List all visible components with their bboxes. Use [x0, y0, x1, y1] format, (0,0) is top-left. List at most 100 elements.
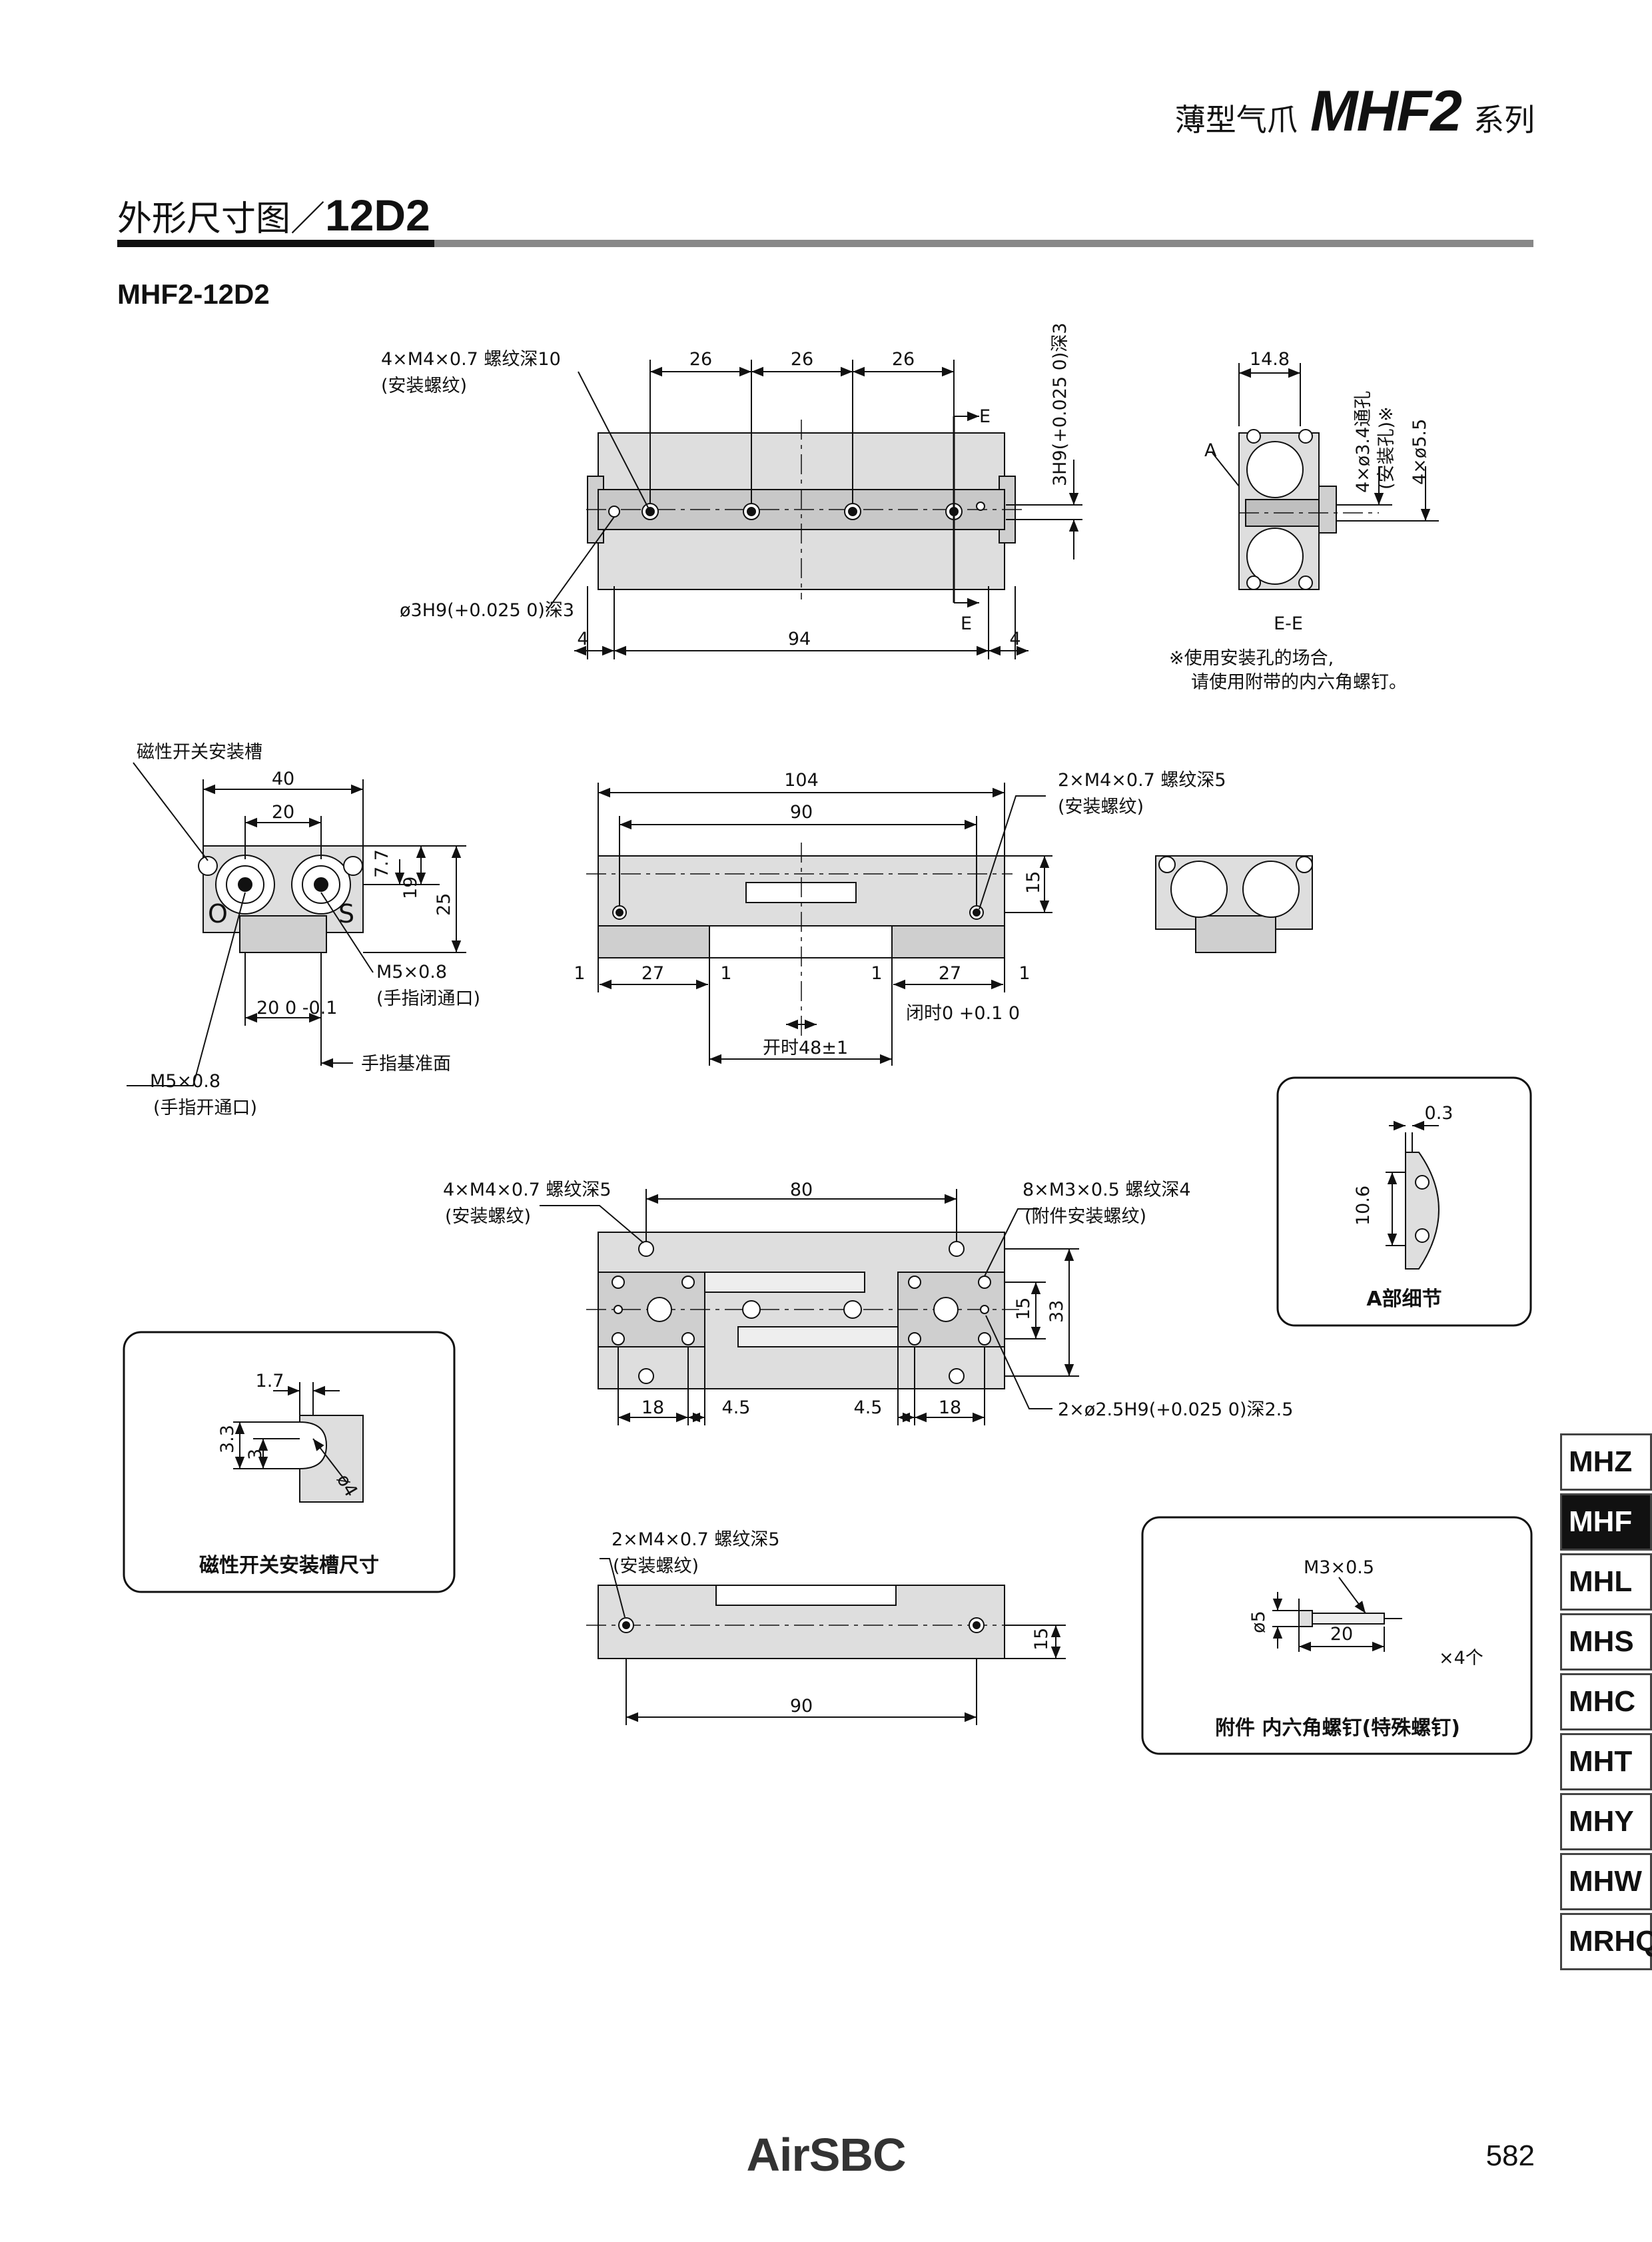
side-dim-90: 90 — [790, 1696, 813, 1716]
front-dim-27b: 27 — [939, 963, 961, 984]
end-port-open-1: M5×0.8 — [150, 1071, 220, 1092]
end-dim-25: 25 — [434, 893, 454, 916]
sidebar-tab-mhl[interactable]: MHL — [1560, 1553, 1652, 1611]
sidebar-tab-label: MHS — [1569, 1625, 1634, 1658]
slot-dim-3: 3 — [245, 1449, 266, 1460]
front-callout-2: (安装螺纹) — [1058, 797, 1144, 817]
accessory-quantity: ×4个 — [1439, 1648, 1483, 1669]
end-dim-tolerance: 20 0 -0.1 — [256, 998, 337, 1018]
slot-dim-3-3: 3.3 — [217, 1425, 238, 1453]
sidebar-tab-mhs[interactable]: MHS — [1560, 1613, 1652, 1671]
accessory-panel — [1141, 1516, 1533, 1755]
ee-title: E-E — [1274, 613, 1303, 634]
end-label-o: O — [208, 899, 228, 929]
end-label-s: S — [338, 899, 354, 929]
front-label-open: 开时48±1 — [763, 1038, 848, 1058]
ee-cbore-callout: 4×ø5.5 — [1410, 419, 1430, 485]
sidebar-tab-label: MHW — [1569, 1865, 1642, 1898]
ee-note-2: 请使用附带的内六角螺钉。 — [1191, 672, 1407, 693]
top-view — [546, 360, 1082, 659]
ee-dim-width: 14.8 — [1250, 349, 1290, 370]
bottom-dim-18a: 18 — [641, 1397, 664, 1418]
top-dim-pitch-1: 26 — [689, 349, 712, 370]
slot-detail-title: 磁性开关安装槽尺寸 — [199, 1554, 379, 1577]
sidebar-tab-mhz[interactable]: MHZ — [1560, 1433, 1652, 1491]
accessory-title: 附件 内六角螺钉(特殊螺钉) — [1215, 1716, 1460, 1740]
bottom-dim-18b: 18 — [939, 1397, 961, 1418]
header-title-suffix: 系列 — [1473, 102, 1535, 138]
detail-a-dim-gap: 0.3 — [1425, 1103, 1453, 1124]
section-title-model: 12D2 — [325, 190, 430, 240]
top-mount-callout-2: (安装螺纹) — [381, 376, 467, 396]
sidebar-tab-mrhq[interactable]: MRHQ — [1560, 1913, 1652, 1970]
ee-label-a: A — [1204, 440, 1217, 461]
slot-detail-panel — [123, 1331, 456, 1593]
bottom-dim-15: 15 — [1013, 1298, 1034, 1320]
top-dim-pitch-2: 26 — [791, 349, 813, 370]
side-callout-1: 2×M4×0.7 螺纹深5 — [612, 1529, 780, 1550]
bottom-dim-80: 80 — [790, 1180, 813, 1200]
front-dim-height: 15 — [1023, 871, 1044, 894]
accessory-thread: M3×0.5 — [1304, 1557, 1374, 1578]
end-label-slot: 磁性开关安装槽 — [137, 742, 262, 763]
detail-a-panel — [1276, 1076, 1532, 1327]
sidebar-tab-label: MHL — [1569, 1565, 1633, 1598]
bottom-dim-4-5b: 4.5 — [854, 1397, 883, 1418]
header-model: MHF2 — [1310, 79, 1462, 143]
top-dim-bottom-length: 94 — [788, 629, 811, 649]
sidebar-tab-mhc[interactable]: MHC — [1560, 1673, 1652, 1730]
ee-note-1: ※使用安装孔的场合, — [1169, 648, 1334, 669]
accessory-length: 20 — [1330, 1624, 1353, 1645]
accessory-diameter: ø5 — [1248, 1611, 1269, 1633]
front-label-closed: 闭时0 +0.1 0 — [906, 1003, 1020, 1024]
bottom-dim-4-5a: 4.5 — [722, 1397, 751, 1418]
sidebar-tab-label: MHZ — [1569, 1445, 1633, 1478]
footer-logo: AirSBC — [746, 2129, 906, 2181]
front-dim-1d: 1 — [1019, 963, 1030, 984]
top-dim-bottom-right: 4 — [1009, 629, 1021, 649]
end-port-close-1: M5×0.8 — [376, 962, 447, 982]
end-label-reference: 手指基准面 — [361, 1054, 451, 1074]
page-number: 582 — [1485, 2139, 1535, 2172]
sidebar-tab-mhf[interactable]: MHF — [1560, 1493, 1652, 1551]
side-callout-2: (安装螺纹) — [613, 1556, 699, 1577]
front-dim-1a: 1 — [574, 963, 585, 984]
section-ee-view — [1212, 363, 1439, 590]
sidebar-tab-label: MHY — [1569, 1805, 1634, 1838]
sidebar-tab-mht[interactable]: MHT — [1560, 1733, 1652, 1790]
front-dim-27a: 27 — [641, 963, 664, 984]
sidebar-tab-mhy[interactable]: MHY — [1560, 1793, 1652, 1850]
detail-a-dim-height: 10.6 — [1353, 1186, 1374, 1226]
bottom-callout-right-2: (附件安装螺纹) — [1025, 1206, 1146, 1227]
side-dim-height: 15 — [1031, 1628, 1052, 1651]
bottom-pin-callout: 2×ø2.5H9(+0.025 0)深2.5 — [1058, 1399, 1293, 1420]
ee-hole-callout-1: 4×ø3.4通孔 — [1353, 391, 1374, 493]
section-title: 外形尺寸图／12D2 — [117, 190, 430, 240]
top-dim-pitch-3: 26 — [892, 349, 915, 370]
sidebar-tab-label: MRHQ — [1569, 1925, 1652, 1958]
sidebar-tab-label: MHF — [1569, 1505, 1633, 1538]
slot-dim-1-7: 1.7 — [256, 1371, 284, 1391]
bottom-dim-33: 33 — [1046, 1300, 1067, 1323]
detail-a-title: A部细节 — [1366, 1288, 1442, 1311]
top-pin-callout-left: ø3H9(+0.025 0)深3 — [400, 600, 574, 621]
end-dim-40: 40 — [272, 769, 294, 789]
bottom-callout-right-1: 8×M3×0.5 螺纹深4 — [1023, 1180, 1191, 1200]
ee-hole-callout-2: (安装孔)※ — [1376, 406, 1397, 490]
front-dim-104: 104 — [784, 770, 819, 791]
model-label: MHF2-12D2 — [117, 278, 270, 310]
bottom-view — [540, 1189, 1079, 1425]
header-title: 薄型气爪 MHF2 系列 — [1175, 79, 1535, 145]
right-end-view — [1155, 855, 1313, 953]
top-mount-callout-1: 4×M4×0.7 螺纹深10 — [381, 349, 561, 370]
top-section-mark-lower: E — [961, 613, 972, 634]
end-view — [127, 762, 466, 1086]
bottom-callout-left-1: 4×M4×0.7 螺纹深5 — [443, 1180, 612, 1200]
top-section-mark-upper: E — [979, 406, 991, 427]
header-title-prefix: 薄型气爪 — [1174, 102, 1298, 138]
front-dim-1c: 1 — [871, 963, 882, 984]
end-port-open-2: (手指开通口) — [153, 1098, 257, 1118]
title-rule-accent — [117, 240, 434, 247]
sidebar-tab-mhw[interactable]: MHW — [1560, 1853, 1652, 1910]
